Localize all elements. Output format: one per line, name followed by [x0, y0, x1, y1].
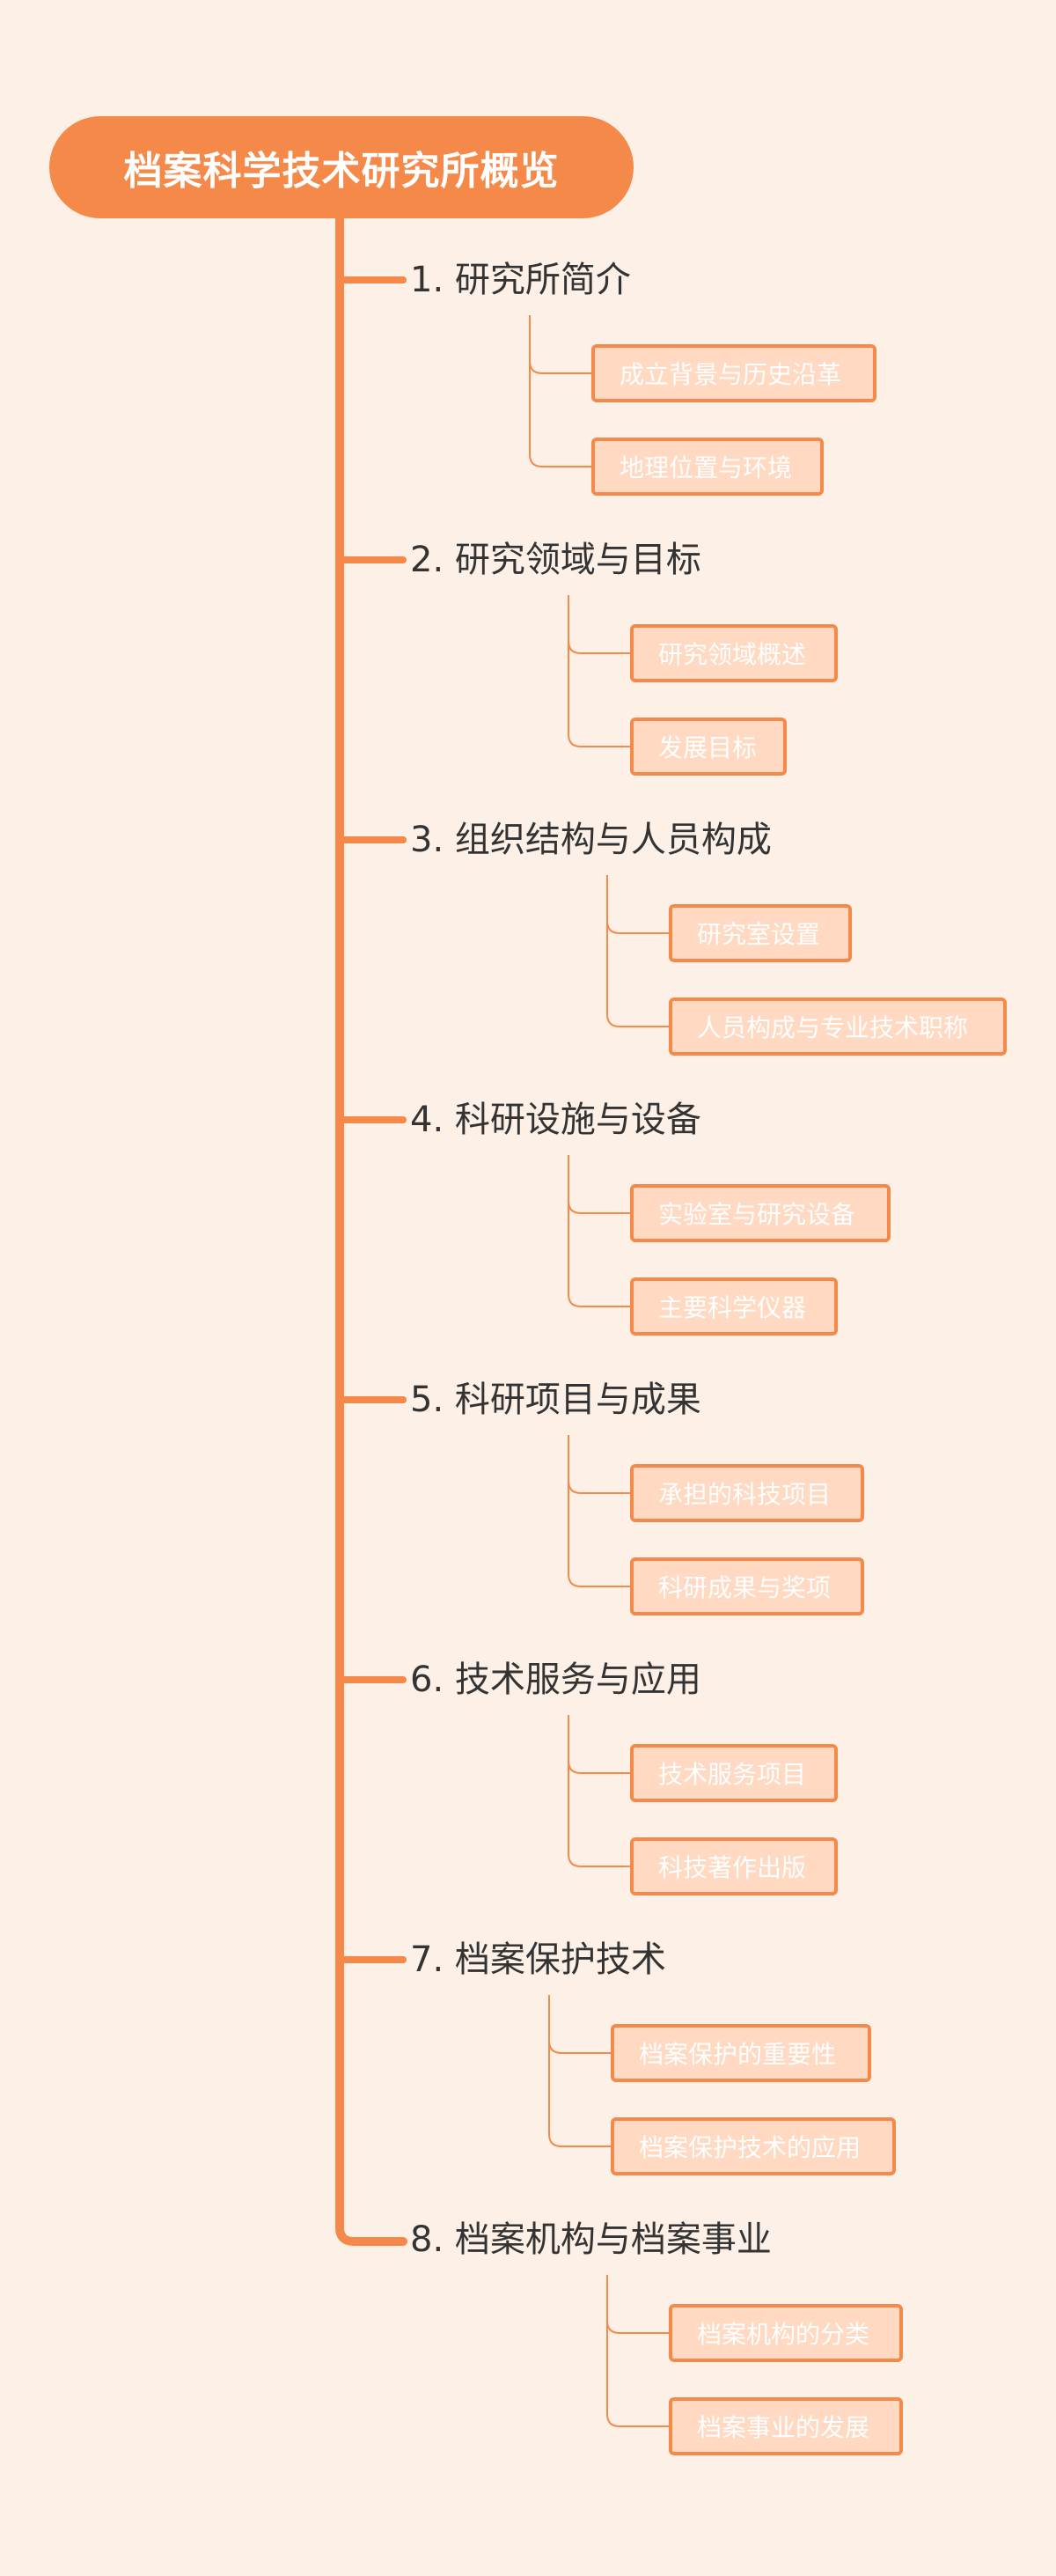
subtopic-node[interactable]: 人员构成与专业技术职称 — [669, 997, 1007, 1056]
child-spine — [548, 1995, 611, 2147]
subtopic-node[interactable]: 研究领域概述 — [630, 624, 838, 682]
subtopic-node[interactable]: 承担的科技项目 — [630, 1464, 864, 1522]
subtopic-node[interactable]: 成立背景与历史沿革 — [591, 344, 876, 402]
section-label[interactable]: 8. 档案机构与档案事业 — [410, 2219, 772, 2260]
child-connector — [606, 2320, 669, 2334]
section-label[interactable]: 1. 研究所简介 — [410, 260, 631, 300]
subtopic-node[interactable]: 科技著作出版 — [630, 1837, 838, 1895]
subtopic-node[interactable]: 技术服务项目 — [630, 1744, 838, 1802]
main-trunk-line — [335, 214, 407, 2246]
section-label[interactable]: 2. 研究领域与目标 — [410, 540, 701, 580]
subtopic-node[interactable]: 档案事业的发展 — [669, 2397, 903, 2455]
subtopic-node[interactable]: 发展目标 — [630, 718, 787, 776]
section-label[interactable]: 3. 组织结构与人员构成 — [410, 820, 772, 860]
subtopic-node[interactable]: 档案保护的重要性 — [611, 2024, 871, 2082]
child-connector — [568, 640, 630, 654]
child-spine — [568, 1435, 630, 1587]
subtopic-node[interactable]: 档案机构的分类 — [669, 2304, 903, 2362]
child-spine — [529, 315, 591, 467]
mindmap-root-title[interactable]: 档案科学技术研究所概览 — [49, 116, 634, 218]
subtopic-node[interactable]: 主要科学仪器 — [630, 1277, 838, 1336]
subtopic-node[interactable]: 档案保护技术的应用 — [611, 2117, 896, 2175]
subtopic-node[interactable]: 科研成果与奖项 — [630, 1557, 864, 1616]
child-connector — [568, 1760, 630, 1774]
section-label[interactable]: 5. 科研项目与成果 — [410, 1380, 701, 1420]
child-spine — [606, 875, 669, 1027]
child-spine — [568, 1155, 630, 1307]
child-connector — [606, 920, 669, 934]
section-label[interactable]: 7. 档案保护技术 — [410, 1939, 666, 1980]
section-label[interactable]: 6. 技术服务与应用 — [410, 1660, 701, 1700]
section-connectors — [336, 276, 407, 1963]
subtopic-node[interactable]: 研究室设置 — [669, 904, 852, 962]
child-spine — [606, 2275, 669, 2427]
section-label[interactable]: 4. 科研设施与设备 — [410, 1100, 701, 1140]
child-connector — [529, 360, 591, 374]
child-connector — [568, 1480, 630, 1494]
child-connectors — [529, 315, 669, 2427]
subtopic-node[interactable]: 地理位置与环境 — [591, 438, 824, 496]
child-spine — [568, 595, 630, 747]
child-connector — [548, 2040, 611, 2054]
child-connector — [568, 1200, 630, 1214]
child-spine — [568, 1715, 630, 1867]
subtopic-node[interactable]: 实验室与研究设备 — [630, 1184, 891, 1242]
